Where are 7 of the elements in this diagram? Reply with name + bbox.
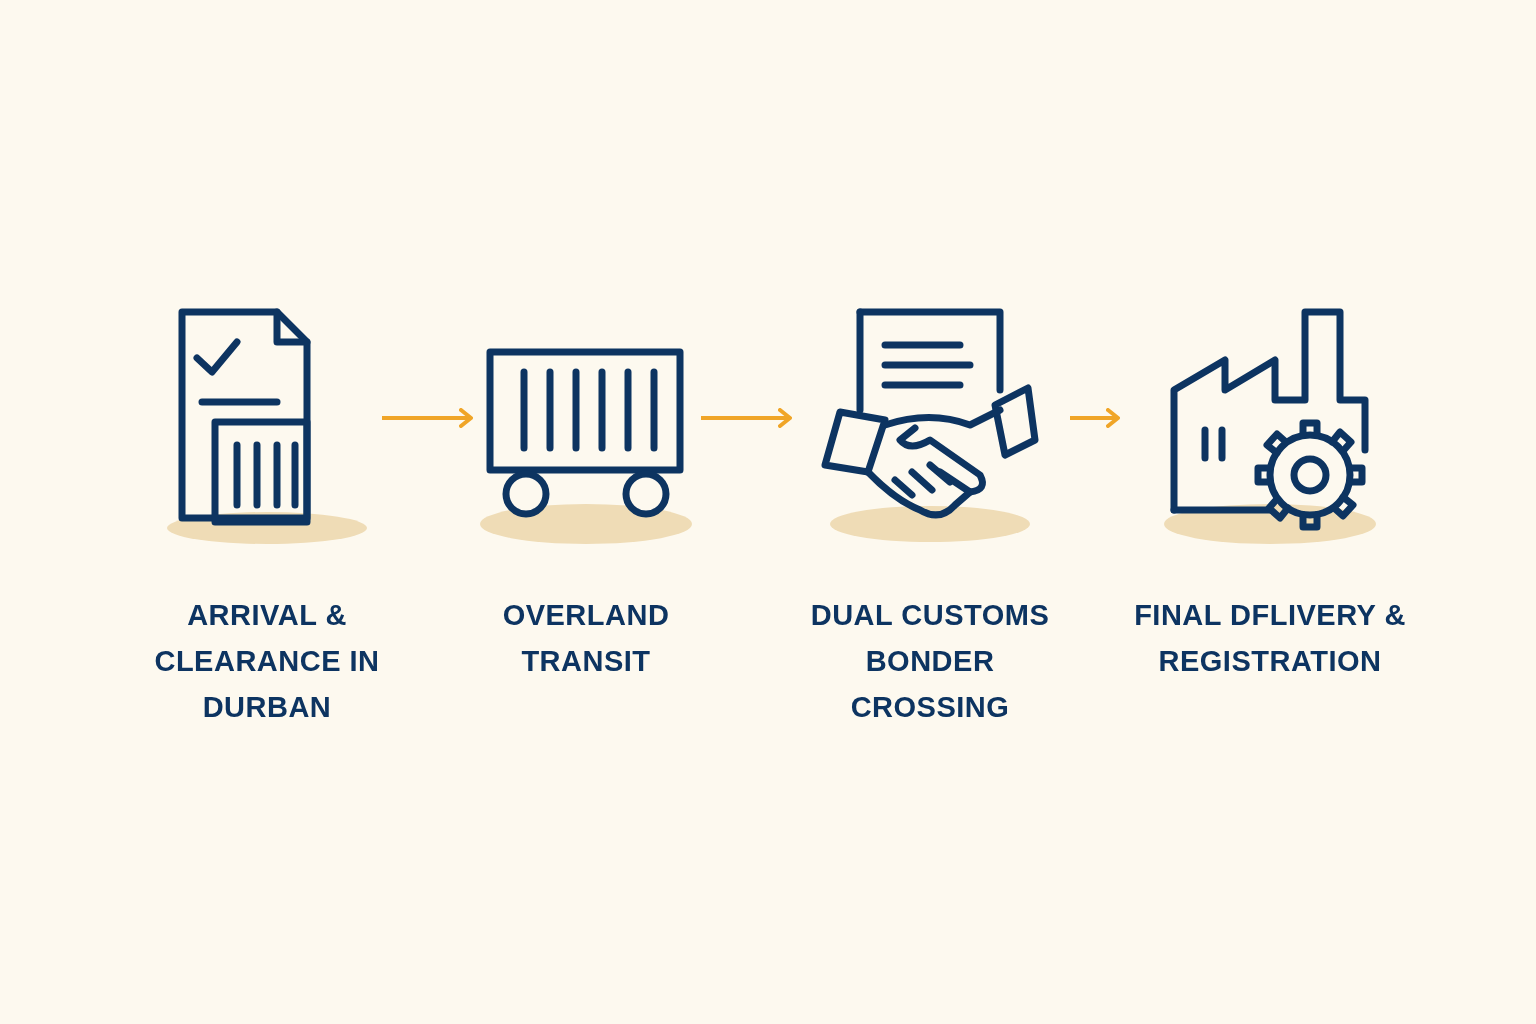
step-label: DUAL CUSTOMS BONDER CROSSING <box>809 598 1051 725</box>
arrow <box>701 408 792 428</box>
step-label: FINAL DFLIVERY & REGISTRATION <box>1133 598 1407 679</box>
arrow <box>1070 408 1120 428</box>
arrow <box>382 408 473 428</box>
step-label: OVERLAND TRANSIT <box>501 598 671 679</box>
step-label: ARRIVAL & CLEARANCE IN DURBAN <box>153 598 381 725</box>
